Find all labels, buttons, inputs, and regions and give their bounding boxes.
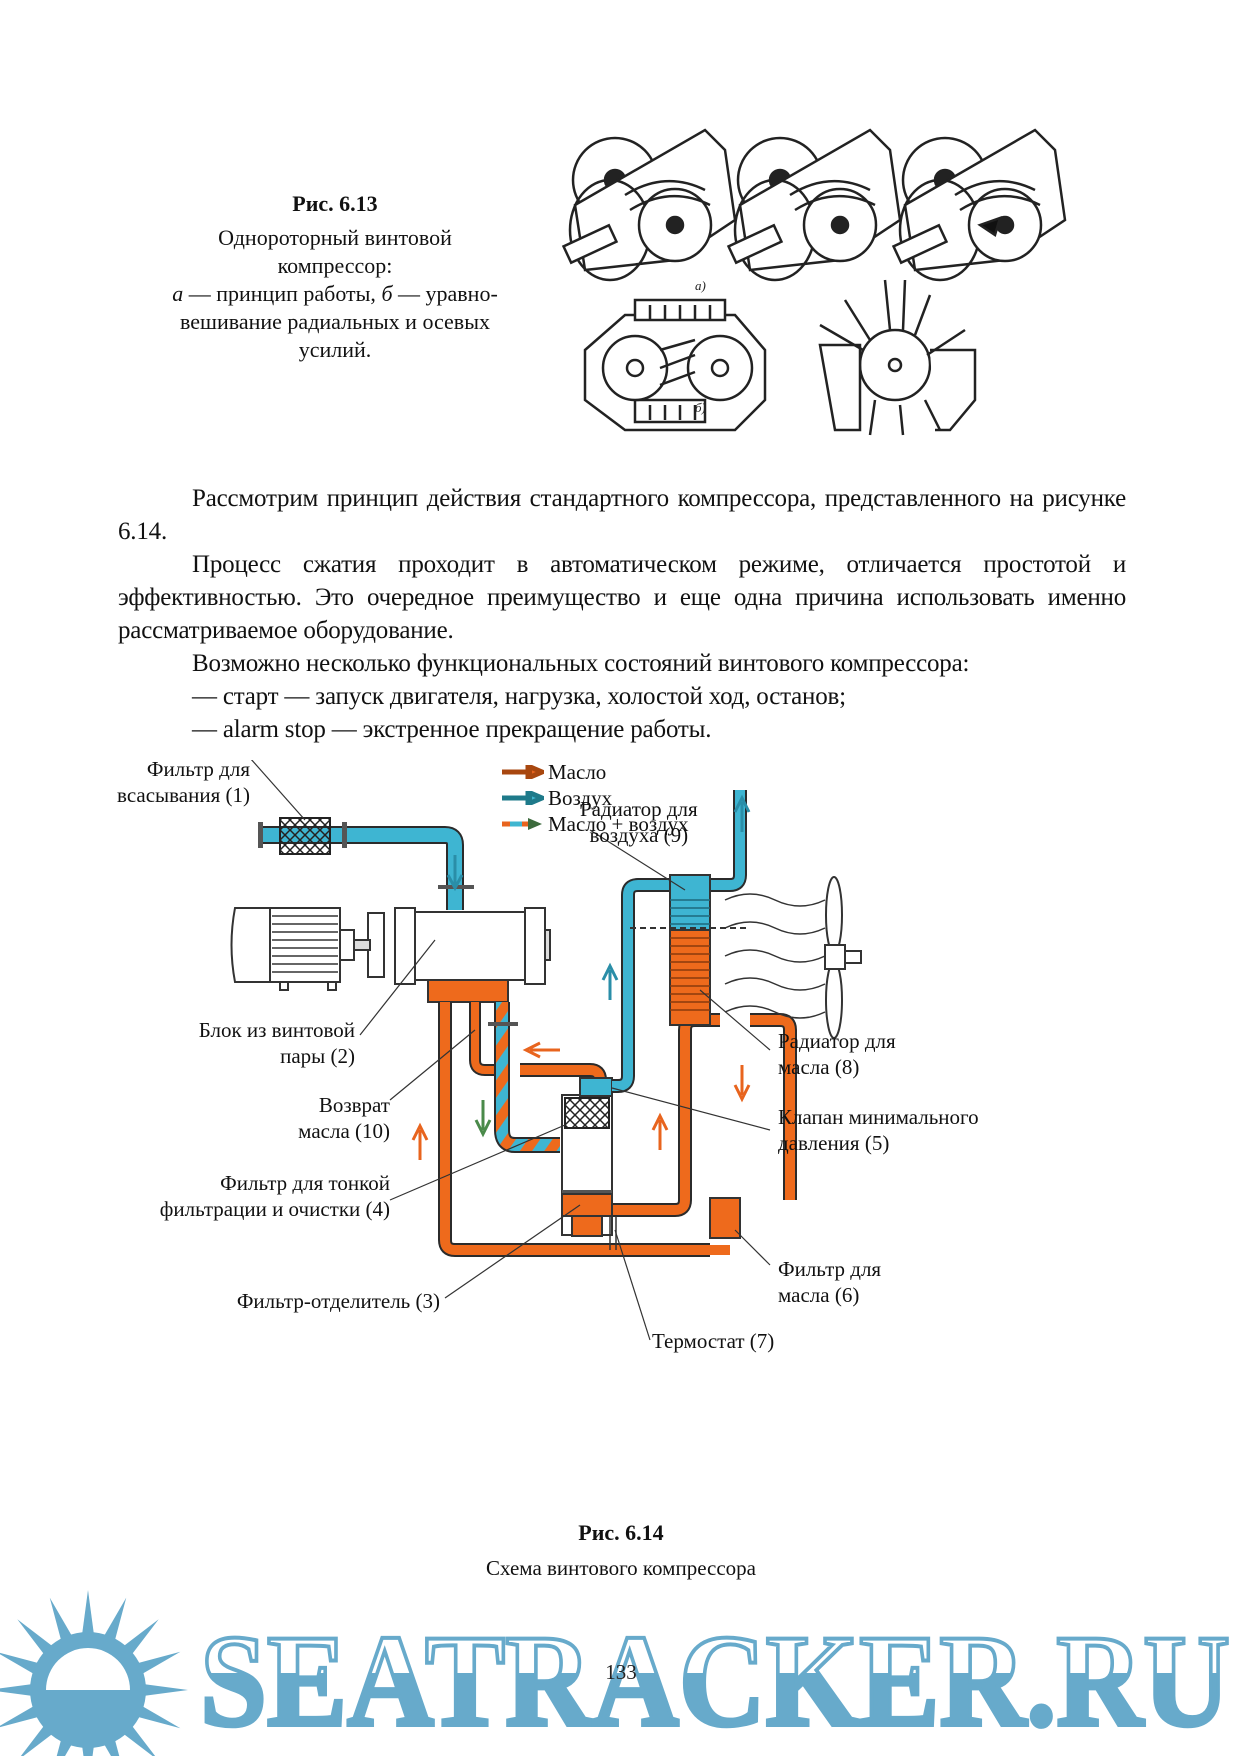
paragraph: Процесс сжатия проходит в автоматическом… xyxy=(118,551,1126,644)
balancing-view-1 xyxy=(583,298,767,432)
legend-label: Воздух xyxy=(548,786,613,810)
oil-arrow-icon xyxy=(651,1112,669,1150)
list-item: — alarm stop — экстренное прекращение ра… xyxy=(192,716,712,743)
label-separator: Фильтр-отделитель (3) xyxy=(236,1289,440,1313)
sun-logo-icon xyxy=(0,1590,188,1756)
intake-flange xyxy=(258,822,263,848)
radiator xyxy=(669,874,711,1026)
cooling-air-waves xyxy=(724,893,826,1019)
label-line: Клапан минимального xyxy=(778,1105,979,1129)
label-line: Фильтр для xyxy=(778,1257,882,1281)
air-line xyxy=(611,790,747,1093)
oil-filter xyxy=(709,1197,741,1239)
rotor-view-2 xyxy=(726,128,902,282)
air-arrow-icon xyxy=(446,855,464,892)
caption-line: компрессор: xyxy=(277,253,393,278)
oil-air-pipe xyxy=(494,1002,560,1153)
label-oil-return: Возврат масла (10) xyxy=(298,1092,390,1144)
item-letter: а xyxy=(172,281,184,306)
label-line: масла (8) xyxy=(778,1055,860,1079)
label-line: масла (10) xyxy=(298,1119,390,1143)
screw-block xyxy=(394,907,551,985)
oil-arrow-icon xyxy=(411,1122,429,1160)
caption-line: а — принцип работы, б — уравно- xyxy=(130,280,540,308)
figure-6-13-title: Рис. 6.13 xyxy=(292,191,378,216)
air-arrow-icon xyxy=(733,794,751,832)
fan-icon xyxy=(824,876,862,1039)
label-line: пары (2) xyxy=(280,1044,355,1068)
rotor-view-1 xyxy=(561,128,737,282)
label-line: всасывания (1) xyxy=(117,783,250,807)
figure-6-13-caption: Рис. 6.13 Однороторный винтовой компресс… xyxy=(130,190,540,364)
paragraph: Рассмотрим принцип действия стандартного… xyxy=(118,485,1126,545)
sub-label-a: а) xyxy=(695,278,706,293)
label-min-pressure-valve: Клапан минимального давления (5) xyxy=(778,1104,979,1156)
intake-flange xyxy=(342,822,347,848)
oil-arrow-icon xyxy=(733,1065,751,1103)
label-line: Радиатор для xyxy=(778,1029,896,1053)
caption-line: Однороторный винтовой xyxy=(218,225,452,250)
separator-tank xyxy=(561,1094,613,1237)
label-intake-filter: Фильтр для всасывания (1) xyxy=(117,756,250,808)
caption-line: вешивание радиальных и осевых xyxy=(180,309,490,334)
min-pressure-valve xyxy=(579,1077,613,1097)
label-line: давления (5) xyxy=(778,1131,890,1155)
list-item: — старт — запуск двигателя, нагрузка, хо… xyxy=(192,683,846,710)
legend-label: Масло xyxy=(548,760,607,784)
label-fine-filter: Фильтр для тонкой фильтрации и очистки (… xyxy=(160,1170,390,1222)
pipe-clamp xyxy=(488,1022,518,1026)
motor xyxy=(230,907,385,991)
caption-text: — принцип работы, xyxy=(183,281,382,306)
balancing-view-2 xyxy=(818,279,977,436)
label-line: Фильтр для xyxy=(146,757,250,781)
air-arrow-icon xyxy=(502,791,544,805)
legend-label: Масло + воздух xyxy=(548,812,689,836)
label-line: Фильтр для тонкой xyxy=(220,1171,390,1195)
oil-air-arrow-icon xyxy=(502,818,542,830)
watermark-text: SEATRACKER.RU xyxy=(200,1607,1230,1754)
label-line: воздуха (9) xyxy=(589,823,689,847)
figure-6-14-caption: Схема винтового компрессора xyxy=(486,1556,756,1580)
label-oil-radiator: Радиатор для масла (8) xyxy=(778,1028,896,1080)
item-letter: б xyxy=(381,281,393,306)
label-thermostat: Термостат (7) xyxy=(652,1329,775,1353)
legend-item-oil-air: Масло + воздух xyxy=(500,811,689,837)
intake-pipe xyxy=(260,826,464,910)
caption-line: усилий. xyxy=(298,337,372,362)
label-line: Возврат xyxy=(318,1093,390,1117)
label-line: фильтрации и очистки (4) xyxy=(159,1197,390,1221)
label-oil-filter: Фильтр для масла (6) xyxy=(778,1256,881,1308)
rotor-view-3 xyxy=(891,128,1067,282)
compressor-schematic xyxy=(230,760,862,1341)
paragraph: Возможно несколько функциональных состоя… xyxy=(192,650,970,677)
label-screw-block: Блок из винтовой пары (2) xyxy=(199,1017,355,1069)
leader-lines xyxy=(250,760,771,1341)
oil-arrow-icon xyxy=(522,1041,560,1059)
flow-arrows xyxy=(411,794,751,1160)
figure-6-14-diagram: Масло Воздух Масло + воздух Фильтр для в… xyxy=(110,757,1140,1450)
sub-label-b: б) xyxy=(695,400,706,415)
legend-item-oil: Масло xyxy=(500,759,606,785)
label-air-radiator: Радиатор для воздуха (9) xyxy=(580,796,698,848)
label-line: Блок из винтовой xyxy=(198,1018,355,1042)
label-line: Радиатор для xyxy=(580,797,698,821)
intake-filter xyxy=(279,817,331,855)
body-text: Рассмотрим принцип действия стандартного… xyxy=(118,482,1126,746)
oil-air-arrow-icon xyxy=(474,1100,492,1138)
label-line: масла (6) xyxy=(778,1283,860,1307)
figure-6-14-title: Рис. 6.14 xyxy=(578,1520,664,1545)
air-arrow-icon xyxy=(601,962,619,1000)
figure-6-13-illustration: а) б) xyxy=(561,128,1067,436)
caption-text: — уравно- xyxy=(392,281,498,306)
oil-arrow-icon xyxy=(502,765,544,779)
oil-sump xyxy=(427,979,509,1003)
seatracker-watermark: SEATRACKER.RU xyxy=(0,1590,1232,1756)
page-number: 133 xyxy=(605,1660,637,1684)
legend-item-air: Воздух xyxy=(500,785,612,811)
